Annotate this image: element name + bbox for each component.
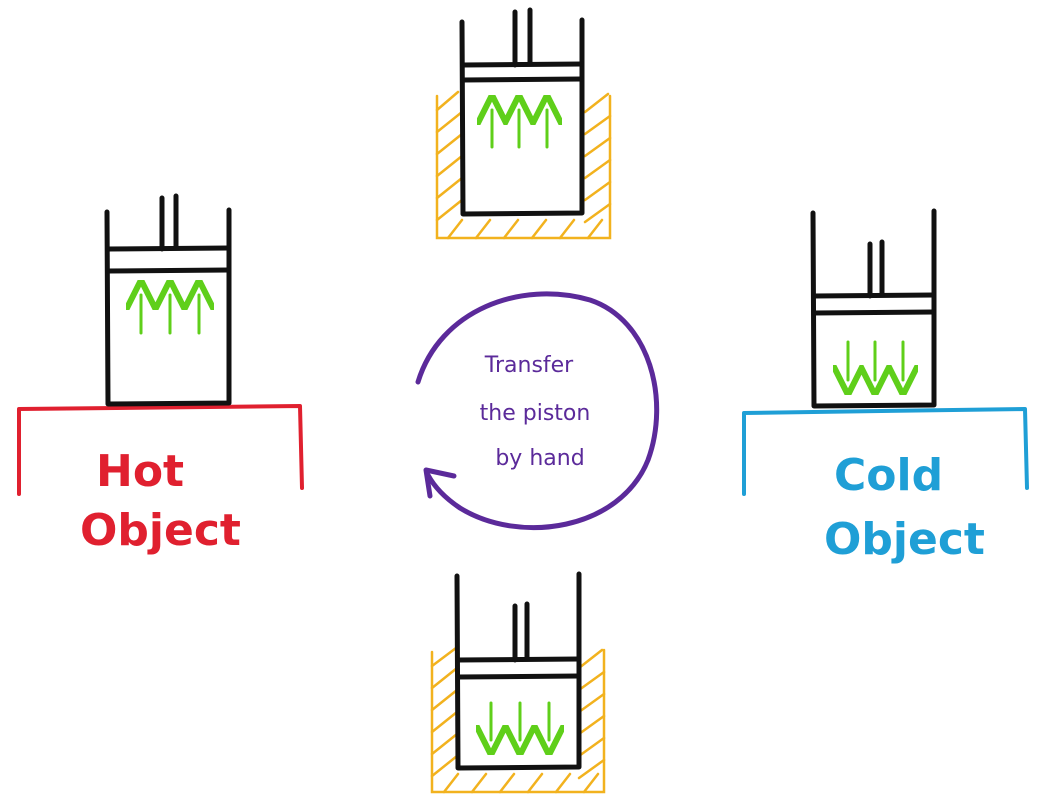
cold-object-label-line1: Cold xyxy=(834,450,943,501)
cycle-label-line1: Transfer xyxy=(484,353,574,378)
piston-head xyxy=(460,61,585,83)
cycle-arrowhead xyxy=(423,467,457,499)
piston-head xyxy=(811,292,937,316)
piston-rod xyxy=(512,7,533,68)
piston-hot xyxy=(104,193,232,407)
cold-object-plate xyxy=(742,407,1029,496)
cylinder-walls xyxy=(459,17,585,217)
cylinder-walls xyxy=(454,571,582,771)
cylinder-walls xyxy=(104,207,232,407)
hot-object-label-line1: Hot xyxy=(96,446,184,497)
gas-arrows-down xyxy=(491,701,549,740)
gas-arrows-down xyxy=(848,340,903,380)
cold-object-label-line2: Object xyxy=(824,514,985,565)
piston-cold xyxy=(810,208,937,409)
hot-object-plate xyxy=(17,404,304,496)
cold-object: Cold Object xyxy=(742,407,1029,565)
piston-top-insulated xyxy=(435,7,612,240)
clockwise-cycle-arrow-icon xyxy=(415,291,660,531)
hot-object: Hot Object xyxy=(17,404,304,556)
hot-object-label-line2: Object xyxy=(80,505,241,556)
insulation-hatching xyxy=(430,646,606,794)
cylinder-walls xyxy=(810,208,937,409)
gas-arrows-up xyxy=(141,295,199,335)
gas-arrows-up xyxy=(492,110,547,149)
piston-bottom-insulated xyxy=(430,571,606,794)
cycle-label-line2: the piston xyxy=(480,401,591,426)
piston-rod xyxy=(159,193,179,252)
transfer-cycle: Transfer the piston by hand xyxy=(415,291,660,531)
piston-head xyxy=(105,245,232,274)
piston-rod xyxy=(512,601,530,663)
piston-head xyxy=(455,656,582,680)
cycle-label-line3: by hand xyxy=(495,446,584,471)
piston-rod xyxy=(867,239,885,299)
insulation-hatching xyxy=(435,90,612,240)
